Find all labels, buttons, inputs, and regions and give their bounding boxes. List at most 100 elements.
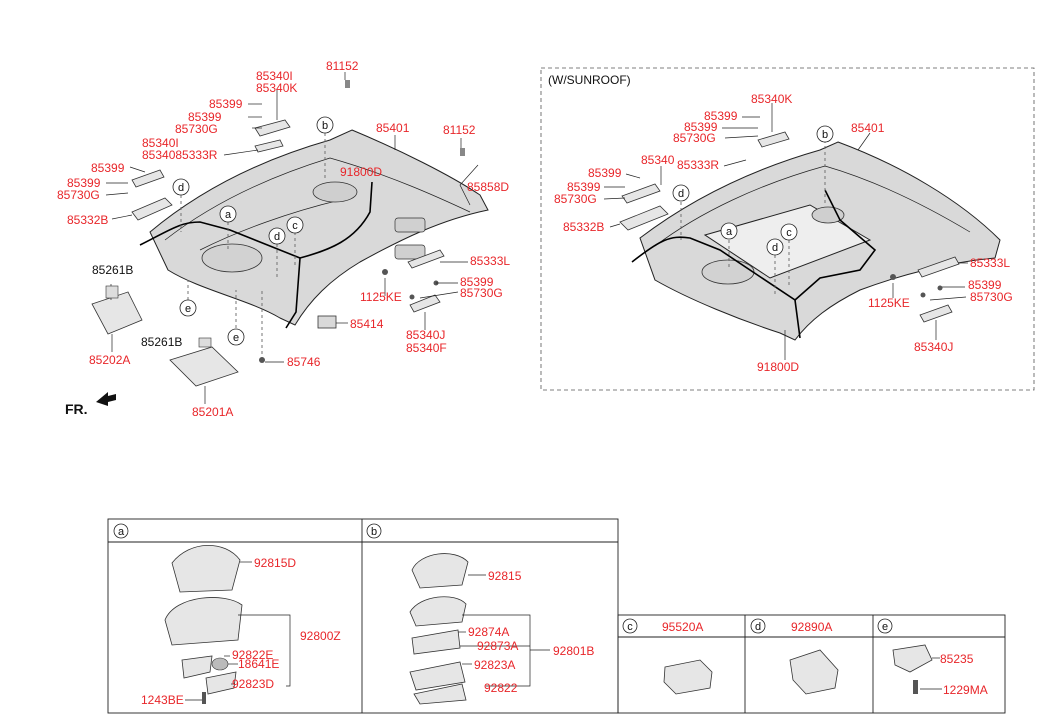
detail-table: a b c d e 92815D 92800Z 9: [107, 518, 1006, 714]
label-92822e: 92822E: [232, 648, 273, 662]
svg-text:d: d: [772, 242, 778, 254]
label-85399: 85399: [91, 161, 125, 175]
label-85340i: 85340I: [256, 69, 293, 83]
callout-e1-main: e: [179, 299, 197, 317]
svg-text:c: c: [786, 227, 792, 239]
label-92800z: 92800Z: [300, 629, 341, 643]
callout-b-main: b: [316, 116, 334, 134]
label-85399: 85399: [460, 275, 494, 289]
main-headlining-group: b d a d c e e 81152 85340I 85340K 8: [57, 59, 510, 419]
table-tag-d: d: [750, 618, 766, 634]
callout-b-sunroof: b: [816, 125, 834, 143]
label-85730g-sunroof: 85730G: [673, 131, 716, 145]
label-85730g: 85730G: [57, 188, 100, 202]
label-85730g-sunroof: 85730G: [554, 192, 597, 206]
label-1125ke-sunroof: 1125KE: [868, 296, 910, 310]
part-85235: [892, 644, 933, 673]
label-85340k-sunroof: 85340K: [751, 92, 792, 106]
label-85340-sunroof: 85340: [641, 153, 675, 167]
svg-text:a: a: [118, 526, 125, 538]
label-85333r-sunroof: 85333R: [677, 158, 719, 172]
label-85399-sunroof: 85399: [588, 166, 622, 180]
sunroof-variant-group: (W/SUNROOF): [540, 67, 1035, 391]
label-92823a: 92823A: [474, 658, 515, 672]
label-92815d: 92815D: [254, 556, 296, 570]
svg-text:b: b: [322, 120, 328, 132]
label-85332b: 85332B: [67, 213, 108, 227]
label-85340f: 85340F: [406, 341, 447, 355]
table-tag-e: e: [877, 618, 893, 634]
map-lamp-housing-b: [409, 596, 467, 627]
label-85399: 85399: [209, 97, 243, 111]
label-18641e: 18641E: [238, 657, 279, 671]
callout-d2-main: d: [268, 227, 286, 245]
callout-c-main: c: [286, 216, 304, 234]
svg-text:c: c: [627, 621, 633, 633]
label-85340-85333r: 8534085333R: [142, 148, 218, 162]
label-85746: 85746: [287, 355, 321, 369]
label-85340k: 85340K: [256, 81, 297, 95]
part-95520a: [663, 659, 713, 695]
table-tag-a: a: [113, 523, 129, 539]
part-92890a: [789, 649, 839, 695]
label-81152-top: 81152: [326, 59, 359, 73]
label-85235: 85235: [940, 652, 974, 666]
label-85858d: 85858D: [467, 180, 509, 194]
label-85340j: 85340J: [406, 328, 445, 342]
label-85261b: 85261B: [92, 263, 133, 277]
svg-text:e: e: [882, 621, 888, 633]
label-85399-sunroof: 85399: [704, 109, 738, 123]
label-92801b: 92801B: [553, 644, 594, 658]
room-lamp-housing-a: [164, 597, 243, 646]
label-85401: 85401: [376, 121, 410, 135]
label-92815: 92815: [488, 569, 522, 583]
callout-d2-sunroof: d: [766, 238, 784, 256]
svg-text:b: b: [371, 526, 377, 538]
label-front: FR.: [65, 401, 88, 417]
lamp-85340i-top: [254, 119, 291, 137]
label-85399-sunroof: 85399: [968, 278, 1002, 292]
label-85340j-sunroof: 85340J: [914, 340, 953, 354]
label-85333l: 85333L: [470, 254, 510, 268]
label-92873a: 92873A: [477, 639, 518, 653]
label-1125ke: 1125KE: [360, 290, 402, 304]
label-1229ma: 1229MA: [943, 683, 988, 697]
callout-d1-sunroof: d: [672, 184, 690, 202]
label-85399: 85399: [67, 176, 101, 190]
svg-text:a: a: [225, 209, 232, 221]
label-85201a: 85201A: [192, 405, 233, 419]
label-92822: 92822: [484, 681, 518, 695]
svg-text:d: d: [274, 231, 280, 243]
part-85332b-sunroof: [619, 205, 669, 231]
label-85399-sunroof: 85399: [567, 180, 601, 194]
table-tag-b: b: [366, 523, 382, 539]
label-92823d: 92823D: [232, 677, 274, 691]
part-85332b: [131, 197, 173, 221]
svg-text:d: d: [678, 188, 684, 200]
label-81152-right: 81152: [443, 123, 476, 137]
label-85261b: 85261B: [141, 335, 182, 349]
label-91800d: 91800D: [340, 165, 382, 179]
callout-c-sunroof: c: [780, 223, 798, 241]
label-1243be: 1243BE: [141, 693, 184, 707]
part-85414: [317, 315, 337, 329]
room-lamp-cover-a: [171, 544, 241, 593]
label-85401-sunroof: 85401: [851, 121, 885, 135]
front-arrow-icon: [96, 392, 116, 406]
label-91800d-sunroof: 91800D: [757, 360, 799, 374]
callout-e2-main: e: [227, 328, 245, 346]
svg-text:e: e: [233, 332, 239, 344]
label-92890a: 92890A: [791, 620, 832, 634]
table-tag-c: c: [622, 618, 638, 634]
sunroof-box: [540, 67, 1035, 391]
label-95520a: 95520A: [662, 620, 703, 634]
label-85333l-sunroof: 85333L: [970, 256, 1010, 270]
label-92874a: 92874A: [468, 625, 509, 639]
sunroof-title: (W/SUNROOF): [548, 73, 631, 87]
label-85730g: 85730G: [175, 122, 218, 136]
svg-text:c: c: [292, 220, 298, 232]
dome-opening: [312, 181, 358, 203]
label-85332b-sunroof: 85332B: [563, 220, 604, 234]
svg-text:d: d: [178, 182, 184, 194]
